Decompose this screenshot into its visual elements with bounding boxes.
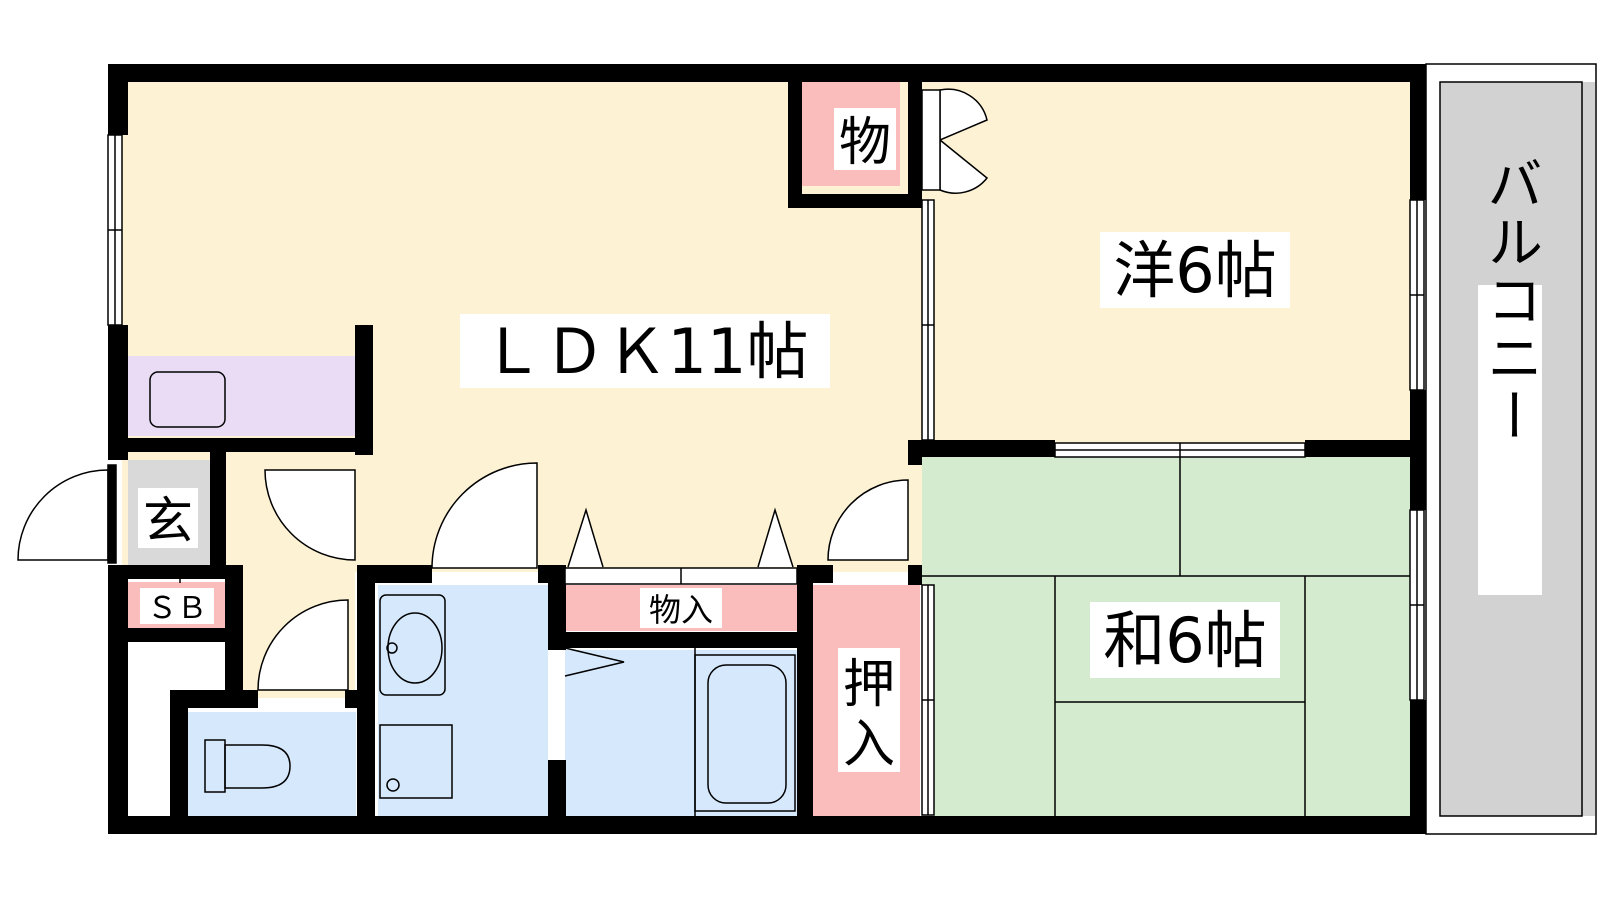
wall-west-bottom	[108, 565, 128, 834]
wall-kitchen-end	[355, 325, 373, 455]
entrance-label-bg	[138, 488, 198, 548]
wall-storage-top-bottom	[788, 194, 922, 208]
ldk-label: ＬＤＫ11帖	[482, 315, 809, 388]
door-entrance-leaf	[107, 464, 117, 564]
vanity-cabinet	[379, 594, 446, 696]
closet-label-bg	[838, 648, 900, 772]
door-storage-top-a	[939, 88, 988, 142]
wall-closet-east	[908, 565, 922, 585]
storage-hall-doors	[564, 507, 798, 585]
door-storage-top-b	[939, 138, 989, 194]
wall-wash-top-left	[357, 565, 432, 583]
entrance-label: 玄	[143, 492, 193, 550]
door-mark-right	[757, 507, 794, 568]
wall-rooms-divide-right	[1305, 440, 1410, 457]
bathtub-inner	[707, 664, 787, 804]
bath-door-mark	[564, 647, 625, 677]
room-labels: ＬＤＫ11帖 洋6帖 和6帖 物 物入 押 入 玄 ＳＢ バルコニー	[138, 108, 1543, 775]
balcony-label-bg	[1478, 285, 1542, 595]
storage-hall-label: 物入	[649, 591, 713, 629]
wall-storage-top-left	[788, 82, 802, 208]
japanese-label: 和6帖	[1103, 604, 1266, 677]
door-toilet	[257, 599, 349, 691]
wall-rooms-divide-left	[922, 440, 1055, 457]
wall-closet-top	[797, 565, 833, 583]
japanese-label-bg	[1090, 602, 1280, 678]
faucet-fixture	[386, 642, 398, 654]
tatami-lines	[922, 450, 1410, 816]
utility-floor	[128, 650, 175, 816]
wall-ldk-east	[908, 82, 922, 200]
wall-sb-bottom	[128, 628, 243, 642]
balcony-label: バルコニー	[1478, 155, 1543, 445]
wall-wash-right-bottom	[548, 760, 566, 820]
wall-east-2	[1410, 390, 1426, 510]
western-label: 洋6帖	[1113, 234, 1276, 307]
wall-south	[108, 816, 1426, 834]
drain-fixture	[386, 778, 400, 792]
closet-label-bottom: 入	[843, 715, 895, 775]
wall-sb-top	[128, 565, 226, 579]
ldk-label-bg	[460, 314, 830, 388]
shoe-box-label-bg	[140, 588, 214, 624]
washing-machine-pan	[379, 724, 453, 799]
wall-kitchen-base	[128, 438, 373, 452]
washroom-floor	[378, 585, 548, 816]
storage-top-label: 物	[839, 113, 891, 173]
wall-toilet-top	[170, 690, 258, 708]
wall-toilet-left	[170, 690, 188, 820]
wall-east-1	[1410, 64, 1426, 200]
door-hall	[264, 469, 356, 561]
shoe-box-label: ＳＢ	[147, 591, 207, 626]
storage-top-frame	[921, 89, 941, 191]
kitchen-counter	[128, 356, 355, 436]
storage-hall-label-bg	[640, 588, 722, 628]
wall-north	[108, 64, 1426, 82]
door-japanese	[827, 479, 909, 561]
wall-storage-hall-right	[797, 565, 813, 820]
storage-top-label-bg	[834, 108, 896, 170]
wall-ldk-east-low	[908, 440, 922, 465]
door-mark-left	[567, 507, 604, 568]
wall-wash-right-top	[548, 565, 566, 650]
western-label-bg	[1100, 232, 1290, 308]
closet-label-top: 押	[843, 655, 895, 715]
basin-fixture	[387, 612, 443, 684]
walls	[108, 64, 1426, 834]
wall-storage-hall-bottom	[548, 632, 812, 648]
wall-entrance-right	[210, 452, 226, 572]
wall-hall-right	[357, 565, 375, 820]
wall-west-mid	[108, 325, 128, 460]
bathroom-floor	[565, 650, 797, 816]
door-entrance	[17, 469, 109, 561]
toilet-bowl	[224, 744, 291, 789]
doors	[17, 88, 989, 691]
wall-east-3	[1410, 700, 1426, 834]
wall-west-top	[108, 64, 128, 135]
sink-fixture	[149, 371, 226, 428]
door-washroom	[431, 462, 538, 569]
balcony-outline	[1425, 63, 1597, 835]
toilet-floor	[188, 712, 356, 816]
